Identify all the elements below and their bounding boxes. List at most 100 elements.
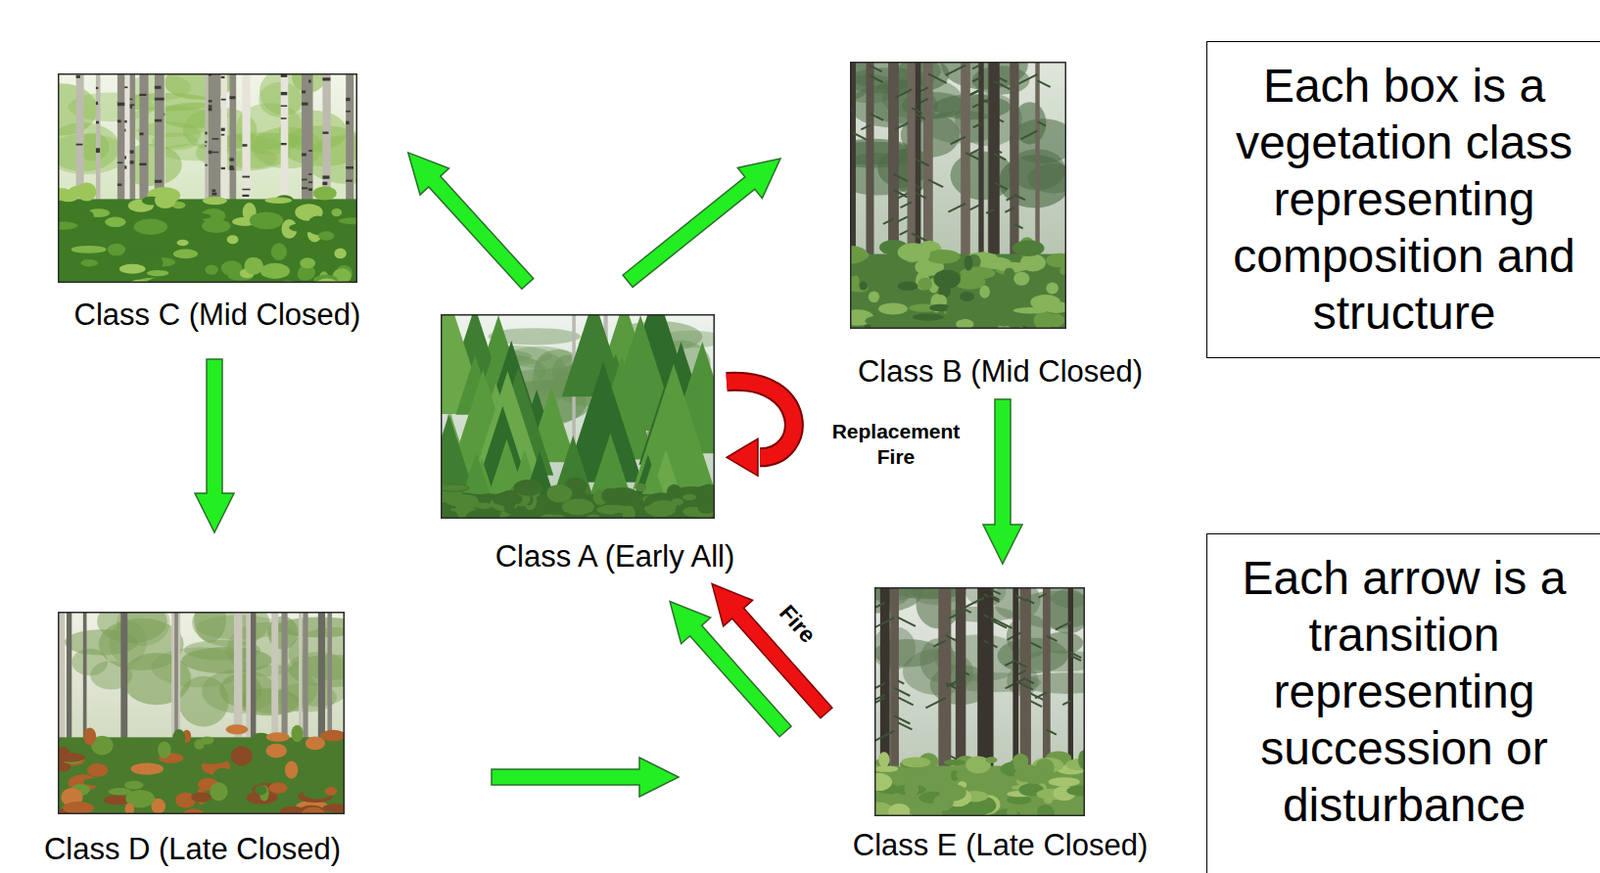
ground-plant bbox=[878, 752, 890, 768]
ground-plant bbox=[70, 209, 94, 224]
block-arrow bbox=[491, 757, 679, 798]
bark-mark bbox=[204, 132, 207, 136]
branch bbox=[1046, 636, 1058, 642]
ground-plant bbox=[859, 281, 868, 290]
ground-plant bbox=[513, 479, 544, 497]
ground-plant bbox=[939, 784, 966, 802]
ground-plant bbox=[125, 803, 135, 815]
ground-plant bbox=[1025, 806, 1038, 817]
branch bbox=[1070, 656, 1082, 661]
branch bbox=[894, 122, 910, 131]
branch bbox=[915, 113, 926, 119]
ground-plant bbox=[243, 257, 264, 276]
branch bbox=[869, 75, 883, 83]
branch bbox=[990, 617, 1013, 629]
branch bbox=[990, 596, 1000, 601]
branch bbox=[965, 152, 980, 160]
photo-frame bbox=[875, 588, 1085, 817]
tree-trunk bbox=[204, 73, 208, 210]
branch bbox=[874, 695, 886, 706]
ground-plant bbox=[130, 762, 164, 775]
bark-mark bbox=[117, 184, 123, 187]
block-arrow bbox=[408, 152, 534, 289]
ground-plant bbox=[320, 730, 345, 743]
bark-mark bbox=[345, 121, 349, 125]
bark-mark bbox=[308, 173, 313, 176]
branch bbox=[894, 688, 910, 697]
ground-plant bbox=[104, 217, 127, 228]
ground-plant bbox=[926, 249, 961, 265]
ground-plant bbox=[124, 781, 143, 791]
branch bbox=[1037, 121, 1047, 126]
tree-trunk bbox=[58, 611, 65, 760]
ground-plant bbox=[338, 217, 358, 225]
ground-plant bbox=[299, 257, 316, 269]
ground-plant bbox=[900, 757, 931, 769]
bark-mark bbox=[154, 180, 162, 184]
vegetation-class: Class B (Mid Closed) bbox=[849, 61, 1067, 330]
ground-plant bbox=[119, 264, 146, 275]
branch bbox=[1037, 80, 1051, 88]
ground-plant bbox=[562, 499, 595, 517]
branch bbox=[1037, 593, 1046, 598]
ground-plant bbox=[959, 291, 975, 302]
tree-trunk bbox=[979, 61, 985, 266]
ground-plant bbox=[232, 795, 245, 806]
bark-mark bbox=[95, 150, 100, 153]
ground-plant bbox=[635, 483, 647, 493]
tree-trunk bbox=[129, 73, 136, 205]
ground-plant bbox=[1034, 311, 1055, 330]
ground-plant bbox=[254, 785, 267, 796]
ground-plant bbox=[333, 248, 346, 260]
ground-plant bbox=[68, 185, 94, 197]
ground-plant bbox=[71, 245, 107, 254]
ground-plant bbox=[200, 736, 215, 745]
ground-plant bbox=[933, 269, 961, 289]
bark-mark bbox=[301, 153, 307, 157]
ground-plant bbox=[986, 756, 998, 763]
bark-mark bbox=[345, 180, 353, 183]
bark-mark bbox=[95, 121, 99, 125]
ground-plant bbox=[466, 509, 500, 519]
bark-mark bbox=[241, 194, 249, 197]
ground-plant bbox=[697, 502, 715, 514]
ground-plant bbox=[878, 302, 908, 315]
branch bbox=[972, 77, 982, 82]
bark-mark bbox=[95, 147, 100, 151]
ground-plant bbox=[492, 492, 523, 507]
branch bbox=[946, 679, 961, 687]
branch bbox=[1015, 661, 1028, 668]
note-box: Each arrow is a transition representing … bbox=[1206, 533, 1600, 873]
branch bbox=[1062, 701, 1071, 706]
ground-plant bbox=[1003, 311, 1027, 329]
ground-plant bbox=[622, 505, 636, 519]
tree-trunk bbox=[234, 611, 243, 740]
note-text: Each arrow is a transition representing … bbox=[1219, 550, 1590, 835]
bark-mark bbox=[76, 143, 84, 146]
ground-plant bbox=[897, 242, 930, 262]
tree-trunk bbox=[271, 611, 279, 750]
branch bbox=[1015, 681, 1034, 691]
class-caption: Class C (Mid Closed) bbox=[74, 297, 362, 333]
branch bbox=[895, 616, 916, 627]
foliage bbox=[997, 638, 1069, 674]
tree-trunk bbox=[298, 611, 302, 742]
ground-plant bbox=[440, 483, 470, 492]
ground-plant bbox=[190, 793, 212, 803]
transition-arrow bbox=[194, 359, 235, 533]
ground-plant bbox=[133, 739, 151, 749]
ground-plant bbox=[955, 319, 974, 330]
vegetation-class: Class E (Late Closed) bbox=[874, 587, 1085, 817]
bark-mark bbox=[95, 101, 98, 105]
bark-mark bbox=[129, 98, 133, 101]
bark-mark bbox=[154, 86, 162, 90]
bark-mark bbox=[221, 167, 226, 170]
branch bbox=[1014, 224, 1024, 229]
transition-arrow bbox=[726, 381, 795, 477]
bark-mark bbox=[301, 179, 308, 182]
ground-plant bbox=[265, 744, 287, 759]
branch bbox=[1004, 207, 1015, 213]
block-arrow bbox=[622, 158, 781, 287]
bark-mark bbox=[345, 110, 351, 113]
branch bbox=[947, 203, 966, 213]
